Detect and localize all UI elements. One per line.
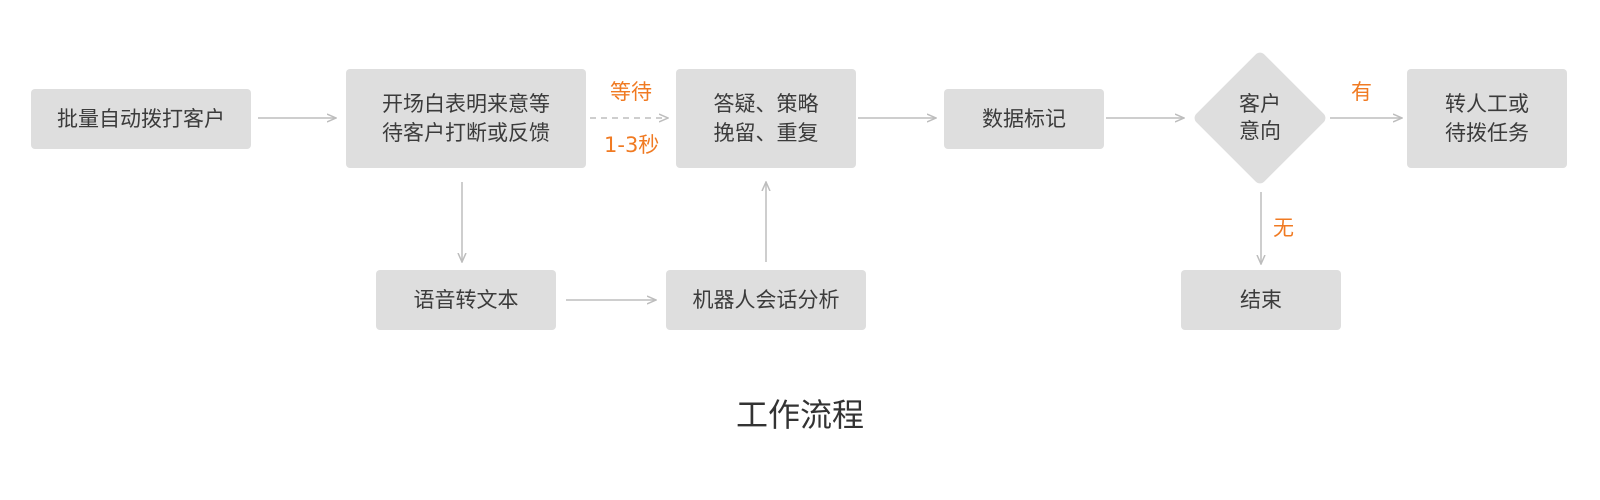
decision-customer-intent-text: 客户 意向 bbox=[1190, 48, 1330, 188]
diagram-title: 工作流程 bbox=[735, 396, 864, 434]
node-transfer-agent-line2: 待拨任务 bbox=[1445, 120, 1529, 145]
decision-customer-intent-line2: 意向 bbox=[1239, 119, 1281, 143]
node-opening-statement-line2: 待客户打断或反馈 bbox=[382, 120, 550, 145]
node-robot-analysis-label: 机器人会话分析 bbox=[692, 287, 840, 312]
label-no: 无 bbox=[1273, 216, 1294, 240]
label-duration: 1-3秒 bbox=[604, 133, 660, 157]
node-data-mark-label: 数据标记 bbox=[982, 106, 1066, 131]
node-end: 结束 bbox=[1181, 270, 1341, 330]
node-robot-analysis: 机器人会话分析 bbox=[666, 270, 866, 330]
node-end-label: 结束 bbox=[1240, 287, 1282, 312]
node-data-mark: 数据标记 bbox=[944, 89, 1104, 149]
node-transfer-agent: 转人工或 待拨任务 bbox=[1407, 69, 1567, 168]
node-opening-statement-line1: 开场白表明来意等 bbox=[382, 91, 550, 116]
node-answer-strategy-line2: 挽留、重复 bbox=[713, 120, 819, 145]
label-yes: 有 bbox=[1351, 80, 1372, 104]
node-answer-strategy-line1: 答疑、策略 bbox=[713, 91, 819, 116]
node-batch-dial-label: 批量自动拨打客户 bbox=[57, 106, 225, 131]
label-wait: 等待 bbox=[610, 80, 652, 104]
node-batch-dial: 批量自动拨打客户 bbox=[31, 89, 251, 149]
node-answer-strategy: 答疑、策略 挽留、重复 bbox=[676, 69, 856, 168]
node-speech-to-text: 语音转文本 bbox=[376, 270, 556, 330]
node-transfer-agent-line1: 转人工或 bbox=[1445, 91, 1529, 116]
decision-customer-intent: 客户 意向 bbox=[1190, 48, 1330, 188]
decision-customer-intent-line1: 客户 bbox=[1239, 92, 1281, 116]
node-opening-statement: 开场白表明来意等 待客户打断或反馈 bbox=[346, 69, 586, 168]
node-speech-to-text-label: 语音转文本 bbox=[413, 287, 519, 312]
